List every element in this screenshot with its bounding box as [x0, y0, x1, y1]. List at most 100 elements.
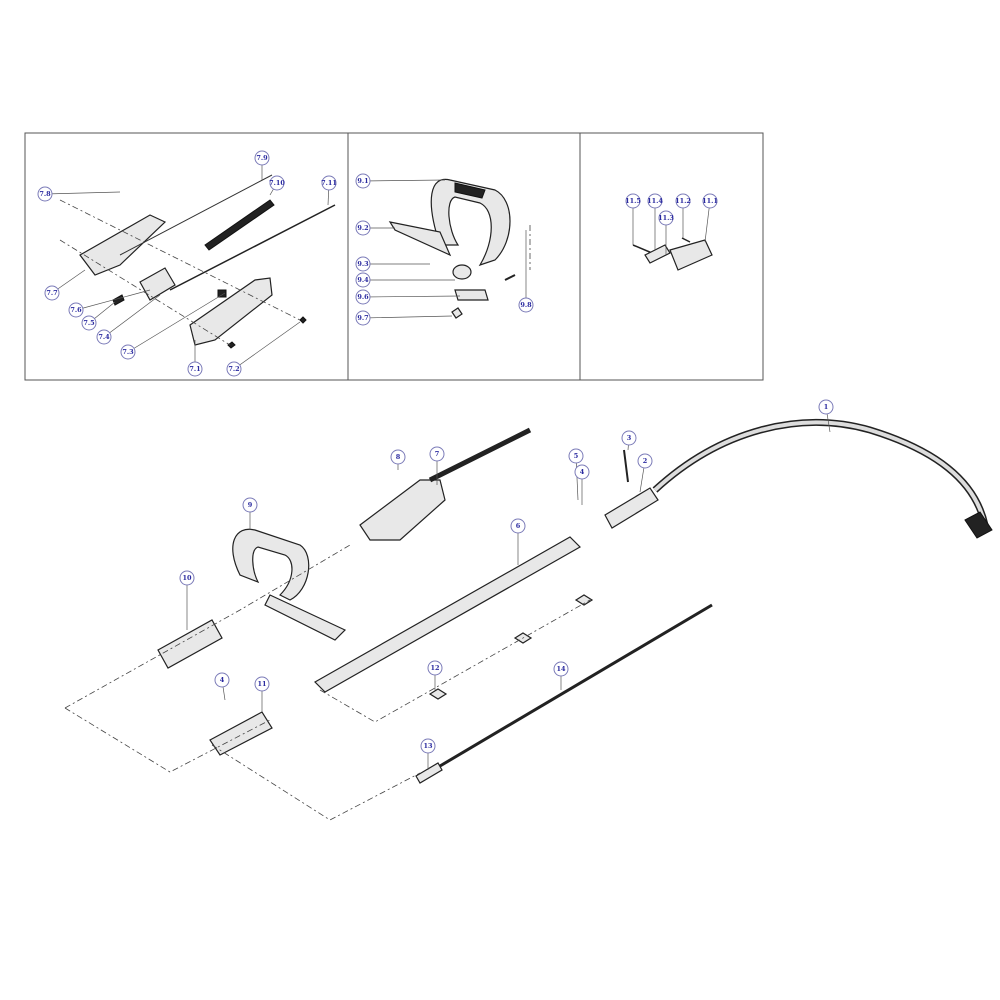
cable-sheath	[204, 199, 275, 251]
callout-text: 13	[423, 742, 433, 750]
loop-handle-parts	[388, 178, 531, 319]
loop-handle	[430, 178, 511, 267]
callout-11.1: 11.1	[702, 193, 718, 243]
callout-text: 7.2	[228, 365, 239, 373]
callout-circle	[355, 310, 371, 326]
callout-9.6: 9.6	[355, 289, 461, 305]
switch	[217, 289, 227, 298]
callout-circle	[355, 289, 371, 305]
callout-circle	[37, 186, 53, 202]
callout-text: 9.2	[357, 224, 368, 232]
nut	[299, 316, 307, 324]
callout-1: 1	[818, 399, 834, 433]
callout-text: 11.4	[647, 197, 663, 205]
rear-clamp	[209, 711, 273, 756]
throttle-housing	[359, 479, 446, 541]
callout-11.2: 11.2	[675, 193, 691, 238]
callout-text: 9.3	[357, 260, 369, 268]
callout-8: 8	[390, 449, 406, 470]
callout-circle	[818, 399, 834, 415]
clamp-ring	[452, 264, 472, 280]
callout-9.2: 9.2	[355, 220, 395, 236]
callout-circle	[510, 518, 526, 534]
callout-text: 12	[430, 664, 439, 672]
callout-7.9: 7.9	[254, 150, 270, 180]
callout-circle	[187, 361, 203, 377]
callout-11.4: 11.4	[647, 193, 663, 250]
housing-right-half	[189, 277, 273, 346]
handle-plate	[388, 221, 452, 257]
callout-circle	[647, 193, 663, 209]
leader-line	[44, 191, 121, 195]
clamp-block	[644, 244, 671, 264]
callout-text: 4	[220, 676, 225, 684]
callout-text: 10	[182, 574, 192, 582]
callout-circle	[553, 661, 569, 677]
callout-circle	[675, 193, 691, 209]
callout-7.7: 7.7	[44, 269, 86, 301]
nut	[574, 594, 594, 606]
callout-circle	[242, 497, 258, 513]
throttle-trigger	[139, 267, 176, 301]
callout-text: 7.11	[321, 179, 337, 187]
callout-circle	[179, 570, 195, 586]
callout-circle	[120, 344, 136, 360]
callout-circle	[254, 676, 270, 692]
callout-2: 2	[637, 453, 653, 493]
callout-text: 4	[580, 468, 585, 476]
callout-6: 6	[510, 518, 526, 565]
callout-circle	[269, 175, 285, 191]
callout-circle	[96, 329, 112, 345]
callout-circle	[355, 256, 371, 272]
callout-14: 14	[553, 661, 569, 690]
callout-text: 9.4	[357, 276, 369, 284]
callout-text: 9.8	[520, 301, 532, 309]
hose-end	[964, 511, 993, 539]
callout-circle	[226, 361, 242, 377]
callout-text: 7.3	[122, 348, 134, 356]
shaft-cable	[428, 427, 532, 483]
callout-circle	[355, 272, 371, 288]
callout-10: 10	[179, 570, 195, 630]
callout-12: 12	[427, 660, 443, 690]
callout-4: 4	[574, 464, 590, 505]
leader-line	[75, 289, 151, 311]
callout-9.1: 9.1	[355, 173, 446, 189]
callout-text: 7.4	[98, 333, 110, 341]
callout-3: 3	[621, 430, 637, 451]
flex-shaft-hose	[652, 419, 989, 526]
callout-7.2: 7.2	[226, 321, 301, 377]
nut	[227, 341, 236, 349]
nut	[428, 688, 448, 700]
callout-text: 2	[643, 457, 648, 465]
callout-11: 11	[254, 676, 270, 712]
callout-text: 9	[248, 501, 253, 509]
callout-circle	[390, 449, 406, 465]
callout-7.4: 7.4	[96, 294, 161, 345]
shaft-coupler	[415, 762, 443, 784]
callout-text: 7	[435, 450, 440, 458]
drive-shaft	[439, 603, 713, 768]
leader-line	[103, 294, 161, 338]
housing-left-half	[79, 214, 167, 276]
callout-text: 8	[396, 453, 401, 461]
callout-9: 9	[242, 497, 258, 530]
callout-text: 7.10	[269, 179, 285, 187]
rear-clamp-parts	[632, 237, 713, 271]
callout-circle	[574, 464, 590, 480]
handle-plate	[264, 594, 347, 641]
callout-circle	[254, 150, 270, 166]
callout-text: 11.5	[625, 197, 641, 205]
callout-11.3: 11.3	[658, 210, 674, 255]
callout-text: 1	[824, 403, 829, 411]
callout-text: 9.6	[357, 293, 369, 301]
tube-shaft	[314, 536, 581, 693]
callout-text: 7.1	[189, 365, 200, 373]
main-assembly-parts	[64, 419, 993, 821]
callout-text: 7.7	[46, 289, 57, 297]
callout-7.5: 7.5	[81, 301, 116, 331]
callout-circle	[702, 193, 718, 209]
callout-circle	[518, 297, 534, 313]
callout-9.4: 9.4	[355, 272, 455, 288]
coupler	[604, 487, 659, 529]
